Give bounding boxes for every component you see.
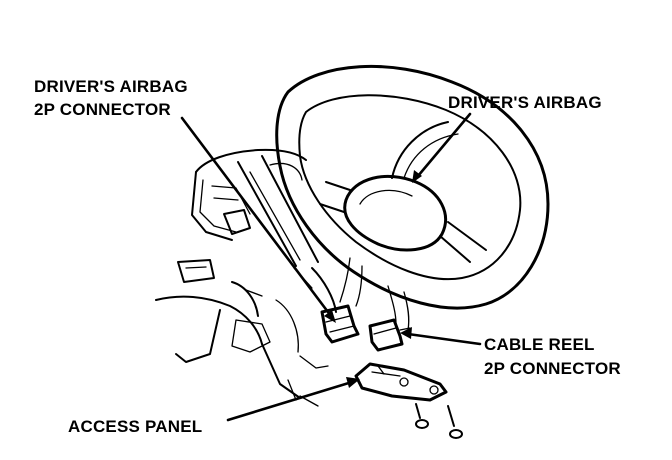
label-drivers-airbag-connector-line2: 2P CONNECTOR (34, 100, 171, 119)
leader-cable-reel-connector (400, 327, 482, 346)
drivers-airbag-2p-connector-shape (320, 304, 360, 344)
leader-drivers-airbag-connector (180, 116, 336, 323)
screw-icon (415, 403, 429, 429)
label-drivers-airbag: DRIVER'S AIRBAG (448, 93, 602, 112)
label-cable-reel-connector-line2: 2P CONNECTOR (484, 359, 621, 378)
label-access-panel: ACCESS PANEL (68, 417, 202, 436)
leader-drivers-airbag (412, 112, 472, 183)
steering-wheel (275, 64, 550, 331)
cable-reel-2p-connector-shape (368, 318, 411, 352)
leader-access-panel (226, 377, 360, 422)
dashboard-illustration (155, 148, 337, 407)
label-cable-reel-connector-line1: CABLE REEL (484, 335, 595, 354)
access-panel-shape (354, 362, 448, 402)
label-drivers-airbag-connector-line1: DRIVER'S AIRBAG (34, 77, 188, 96)
screw-icon (447, 405, 463, 439)
